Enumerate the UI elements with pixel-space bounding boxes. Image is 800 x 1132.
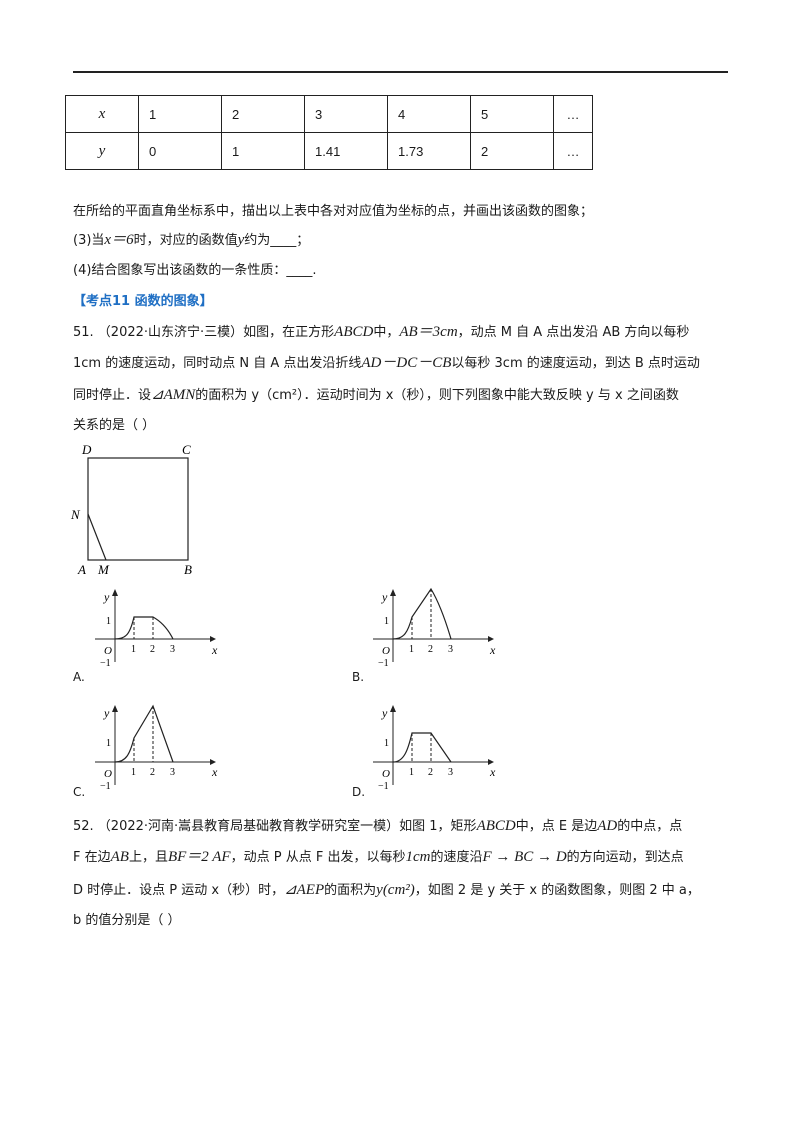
svg-text:x: x [489, 765, 496, 779]
graph-option-b: y x O 1 −1 1 2 3 [373, 587, 496, 669]
table-cell: 4 [387, 95, 471, 133]
table-cell: 2 [470, 132, 554, 170]
svg-text:O: O [382, 768, 390, 780]
table-cell: 2 [221, 95, 305, 133]
value-table: x 1 2 3 4 5 … y 0 1 1.41 1.73 2 … [65, 95, 593, 170]
svg-text:1: 1 [409, 644, 414, 655]
svg-text:1: 1 [106, 616, 111, 627]
table-cell: 0 [138, 132, 222, 170]
q51-line-1: 51. （2022·山东济宁·三模）如图，在正方形ABCD中，AB＝3cm，动点… [73, 324, 690, 340]
svg-text:3: 3 [448, 767, 453, 778]
table-cell: 1 [221, 132, 305, 170]
svg-text:3: 3 [170, 767, 175, 778]
label-n: N [70, 507, 81, 522]
table-row: y 0 1 1.41 1.73 2 … [65, 132, 593, 170]
graph-option-a: y x O 1 −1 1 2 3 [95, 589, 218, 669]
q52-line-3: D 时停止．设点 P 运动 x（秒）时，⊿AEP的面积为y(cm²)，如图 2 … [73, 882, 700, 898]
label-a: A [77, 562, 86, 577]
svg-text:O: O [104, 645, 112, 657]
header-rule [73, 71, 728, 73]
label-d: D [81, 442, 92, 457]
option-d-label[interactable]: D. [352, 785, 366, 799]
svg-text:1: 1 [131, 644, 136, 655]
svg-text:x: x [211, 643, 218, 657]
q51-line-2: 1cm 的速度运动，同时动点 N 自 A 点出发沿折线AD－DC－CB以每秒 3… [73, 355, 700, 371]
q51-line-4: 关系的是（ ） [73, 418, 156, 433]
svg-text:−1: −1 [100, 658, 111, 669]
svg-text:x: x [489, 643, 496, 657]
table-cell: 1.73 [387, 132, 471, 170]
question-part-4: (4)结合图象写出该函数的一条性质：____. [73, 263, 317, 278]
section-heading: 【考点11 函数的图象】 [73, 294, 213, 309]
segment-nm [87, 513, 107, 561]
table-cell: 3 [304, 95, 388, 133]
svg-text:3: 3 [170, 644, 175, 655]
option-b-label[interactable]: B. [352, 670, 365, 684]
svg-text:1: 1 [131, 767, 136, 778]
table-header-y: y [65, 132, 139, 170]
svg-text:−1: −1 [378, 658, 389, 669]
svg-text:2: 2 [150, 644, 155, 655]
table-cell: 1 [138, 95, 222, 133]
svg-text:1: 1 [409, 767, 414, 778]
table-cell: … [553, 132, 593, 170]
svg-text:2: 2 [150, 767, 155, 778]
q52-line-1: 52. （2022·河南·嵩县教育局基础教育教学研究室一模）如图 1，矩形ABC… [73, 818, 683, 834]
label-b: B [184, 562, 192, 577]
square-abcd [87, 457, 189, 561]
svg-text:3: 3 [448, 644, 453, 655]
graph-option-d: y x O 1 −1 1 2 3 [373, 705, 496, 790]
label-c: C [182, 442, 191, 457]
square-figure: D C N A M B [70, 442, 192, 577]
svg-text:y: y [381, 706, 388, 720]
svg-text:2: 2 [428, 644, 433, 655]
svg-text:y: y [381, 590, 388, 604]
svg-text:1: 1 [384, 738, 389, 749]
graph-option-c: y x O 1 −1 1 2 3 [95, 704, 218, 790]
svg-text:1: 1 [106, 738, 111, 749]
svg-text:1: 1 [384, 616, 389, 627]
table-cell: … [553, 95, 593, 133]
svg-text:x: x [211, 765, 218, 779]
svg-text:2: 2 [428, 767, 433, 778]
svg-text:y: y [103, 706, 110, 720]
q51-line-3: 同时停止．设⊿AMN的面积为 y（cm²）．运动时间为 x（秒），则下列图象中能… [73, 387, 679, 403]
q52-line-2: F 在边AB上，且BF＝2 AF，动点 P 从点 F 出发，以每秒1cm的速度沿… [73, 849, 684, 865]
option-a-label[interactable]: A. [73, 670, 85, 684]
question-text: 在所给的平面直角坐标系中，描出以上表中各对对应值为坐标的点，并画出该函数的图象； [73, 204, 594, 219]
label-m: M [97, 562, 110, 577]
table-cell: 1.41 [304, 132, 388, 170]
svg-text:O: O [104, 768, 112, 780]
svg-text:−1: −1 [378, 781, 389, 790]
q52-line-4: b 的值分别是（ ） [73, 913, 181, 928]
svg-text:O: O [382, 645, 390, 657]
table-header-x: x [65, 95, 139, 133]
svg-text:−1: −1 [100, 781, 111, 790]
table-cell: 5 [470, 95, 554, 133]
svg-text:y: y [103, 590, 110, 604]
option-c-label[interactable]: C. [73, 785, 86, 799]
question-part-3: (3)当x＝6时，对应的函数值y约为____； [73, 232, 310, 248]
table-row: x 1 2 3 4 5 … [65, 95, 593, 133]
